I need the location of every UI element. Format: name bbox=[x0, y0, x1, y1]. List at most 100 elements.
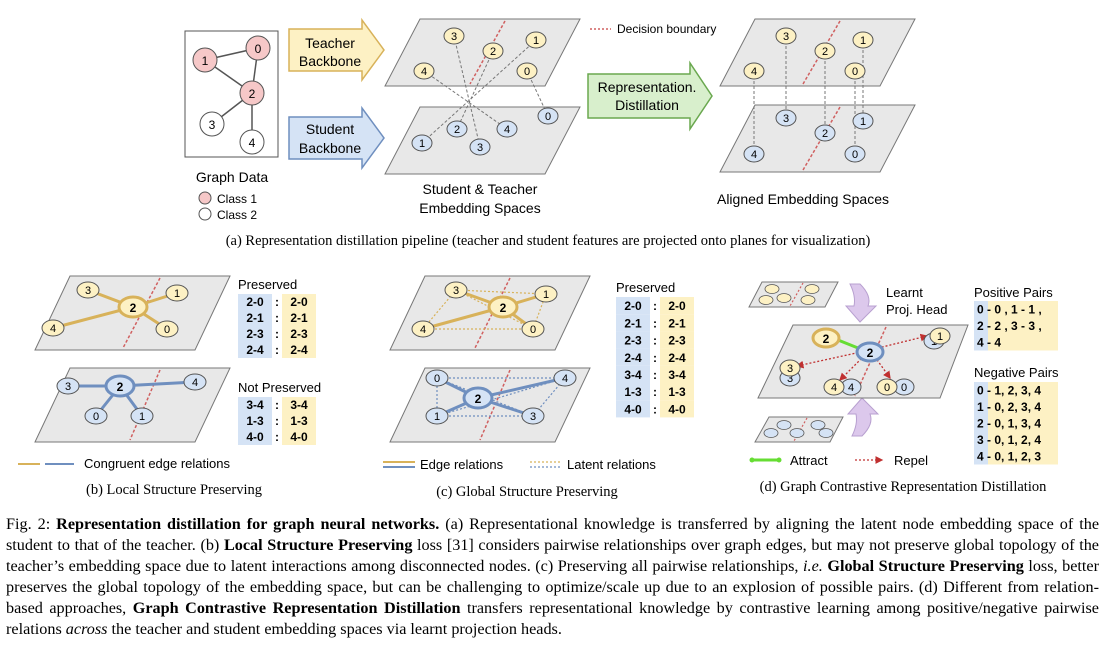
panel-b: 3 1 4 0 2 3 4 0 1 2 Preserved 2-0:2-02-1… bbox=[18, 275, 321, 498]
svg-text:3: 3 bbox=[783, 113, 789, 125]
teacher-pair-text: 2-3 bbox=[290, 327, 308, 341]
teacher-pair-cell bbox=[660, 331, 694, 349]
teacher-pair-cell bbox=[282, 326, 316, 342]
teacher-pair-text: 1-3 bbox=[290, 414, 308, 428]
svg-text:4: 4 bbox=[420, 324, 426, 336]
aligned-links bbox=[753, 36, 864, 154]
aligned-teacher-nodes: 3 2 1 4 0 bbox=[743, 27, 874, 80]
svg-text:2: 2 bbox=[823, 332, 830, 346]
pair-row: 2-0:2-0 bbox=[238, 294, 316, 310]
student-pair-cell bbox=[238, 413, 272, 429]
pair-separator: : bbox=[275, 430, 279, 444]
student-pair-cell bbox=[616, 365, 650, 383]
student-pair-text: 2-1 bbox=[624, 316, 642, 330]
svg-text:3: 3 bbox=[85, 285, 91, 297]
student-pair-cell bbox=[238, 310, 272, 326]
graph-node-3: 3 bbox=[199, 111, 225, 137]
list-teacher-swatch bbox=[988, 317, 1058, 334]
student-pair-text: 2-0 bbox=[624, 299, 642, 313]
student-pair-text: 1-3 bbox=[246, 414, 264, 428]
svg-text:1: 1 bbox=[543, 289, 549, 301]
teacher-pair-text: 4-0 bbox=[668, 402, 686, 416]
student-pair-text: 1-3 bbox=[624, 385, 642, 399]
svg-text:3: 3 bbox=[787, 373, 793, 385]
list-student-swatch bbox=[974, 415, 988, 432]
svg-text:0: 0 bbox=[545, 111, 551, 123]
list-student-swatch bbox=[974, 382, 988, 399]
pair-list-line: 3 - 0, 1, 2, 4 bbox=[977, 433, 1041, 447]
caption-across: across bbox=[65, 620, 108, 638]
teacher-pair-text: 2-1 bbox=[290, 311, 308, 325]
pair-separator: : bbox=[275, 398, 279, 412]
b-boundary-bottom bbox=[129, 369, 161, 441]
pair-separator: : bbox=[653, 334, 657, 348]
d-main-plane bbox=[757, 324, 969, 399]
list-student-swatch bbox=[974, 448, 988, 465]
svg-text:4: 4 bbox=[249, 136, 256, 150]
svg-text:3: 3 bbox=[530, 411, 536, 423]
pair-row: 2-1:2-1 bbox=[616, 314, 694, 332]
list-student-swatch bbox=[974, 317, 988, 334]
student-pair-text: 2-4 bbox=[624, 351, 642, 365]
teacher-pair-cell bbox=[660, 314, 694, 332]
teacher-nodes-a: 3 2 1 4 0 bbox=[413, 27, 547, 80]
d-main-nodes: 1 1 3 3 4 4 0 0 2 2 bbox=[779, 327, 951, 396]
student-pair-text: 2-4 bbox=[246, 343, 264, 357]
pair-row: 2-0:2-0 bbox=[616, 297, 694, 315]
d-small-student-nodes bbox=[763, 420, 834, 438]
svg-text:1: 1 bbox=[533, 35, 539, 47]
student-pair-cell bbox=[238, 326, 272, 342]
svg-text:4: 4 bbox=[192, 377, 198, 389]
teacher-pair-text: 3-4 bbox=[668, 368, 686, 382]
d-legend-attract-label: Attract bbox=[790, 453, 828, 468]
d-small-teacher-nodes bbox=[758, 284, 820, 305]
d-negative-title: Negative Pairs bbox=[974, 365, 1059, 380]
b-preserved-table: 2-0:2-02-1:2-12-3:2-32-4:2-4 bbox=[238, 294, 316, 358]
svg-text:1: 1 bbox=[139, 411, 145, 423]
pair-row: 4-0:4-0 bbox=[238, 429, 316, 445]
caption-fig-number: Fig. 2: bbox=[6, 515, 51, 533]
svg-text:3: 3 bbox=[209, 118, 216, 132]
teacher-pair-text: 2-3 bbox=[668, 334, 686, 348]
teacher-pair-cell bbox=[660, 348, 694, 366]
panel-d: Learnt Proj. Head 1 1 3 3 4 4 0 0 2 2 At… bbox=[748, 281, 1059, 495]
student-nodes-a: 2 4 0 1 3 bbox=[411, 107, 559, 156]
teacher-pair-text: 4-0 bbox=[290, 430, 308, 444]
b-legend-label: Congruent edge relations bbox=[84, 456, 230, 471]
graph-node-1: 1 bbox=[192, 47, 218, 73]
svg-text:0: 0 bbox=[852, 66, 858, 78]
svg-text:1: 1 bbox=[174, 288, 180, 300]
list-teacher-swatch bbox=[988, 398, 1058, 415]
panel-a: 1 0 2 3 4 Graph Data Class 1 Class 2 Tea… bbox=[184, 17, 916, 249]
student-pair-text: 2-3 bbox=[246, 327, 264, 341]
student-pair-cell bbox=[616, 400, 650, 418]
distill-label-1: Representation. bbox=[598, 79, 697, 95]
teacher-plane bbox=[384, 18, 581, 87]
pair-list-line: 2 - 2 , 3 - 3 , bbox=[977, 319, 1042, 333]
pair-list-line: 0 - 1, 2, 3, 4 bbox=[977, 384, 1041, 398]
caption-text-3: loss, better preserves the global topolo… bbox=[6, 557, 1099, 617]
teacher-pair-cell bbox=[282, 342, 316, 358]
d-proj-label-1: Learnt bbox=[886, 285, 923, 300]
teacher-pair-text: 3-4 bbox=[290, 398, 308, 412]
boundary-legend-label: Decision boundary bbox=[617, 22, 716, 36]
student-pair-text: 4-0 bbox=[624, 402, 642, 416]
c-student-nodes: 0 4 1 3 2 bbox=[425, 369, 577, 425]
svg-text:4: 4 bbox=[751, 149, 757, 161]
svg-text:1: 1 bbox=[860, 116, 866, 128]
teacher-pair-cell bbox=[282, 413, 316, 429]
list-student-swatch bbox=[974, 431, 988, 448]
pair-separator: : bbox=[275, 327, 279, 341]
b-boundary-top bbox=[122, 277, 161, 349]
student-pair-cell bbox=[238, 294, 272, 310]
student-pair-cell bbox=[616, 383, 650, 401]
b-teacher-nodes: 3 1 4 0 2 bbox=[41, 281, 189, 338]
pair-separator: : bbox=[653, 368, 657, 382]
svg-text:3: 3 bbox=[787, 363, 793, 375]
list-teacher-swatch bbox=[988, 334, 1058, 351]
svg-text:4: 4 bbox=[831, 382, 837, 394]
graph-data-title: Graph Data bbox=[196, 169, 269, 185]
svg-text:2: 2 bbox=[500, 301, 507, 315]
list-student-swatch bbox=[974, 334, 988, 351]
d-proj-arrow-up bbox=[846, 397, 880, 437]
